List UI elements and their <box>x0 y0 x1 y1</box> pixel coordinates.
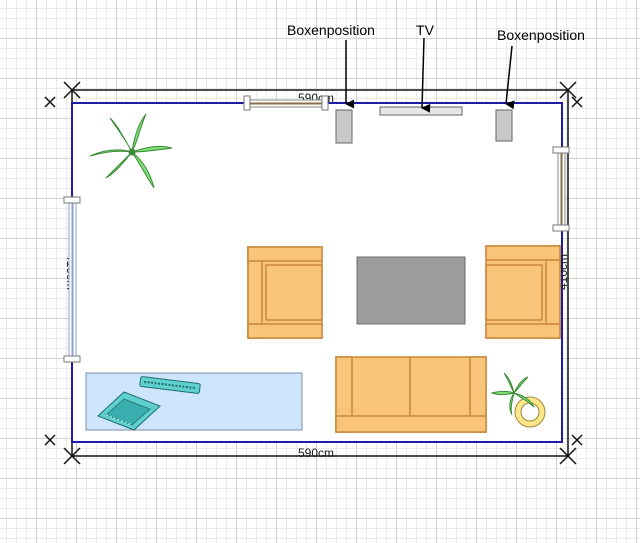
plant-icon <box>89 113 173 189</box>
dimension-bottom: 590cm <box>298 446 334 460</box>
plant-in-pot-icon <box>490 372 546 428</box>
keyboard-icon <box>139 376 201 394</box>
arrow-down-icon <box>505 45 515 110</box>
speaker-right <box>495 109 513 142</box>
tv-unit <box>379 106 463 116</box>
speaker-left <box>335 109 353 144</box>
armchair-left <box>247 246 323 339</box>
window-top <box>243 95 329 111</box>
label-tv: TV <box>416 22 435 38</box>
window-left <box>63 196 81 363</box>
armchair-right <box>485 245 561 339</box>
window-right <box>552 146 570 232</box>
arrow-down-icon <box>421 37 431 113</box>
coffee-table <box>356 256 466 325</box>
label-speaker-right: Boxenposition <box>497 27 585 43</box>
sofa <box>335 356 487 433</box>
laptop-icon <box>97 391 161 431</box>
label-speaker-left: Boxenposition <box>287 22 375 38</box>
